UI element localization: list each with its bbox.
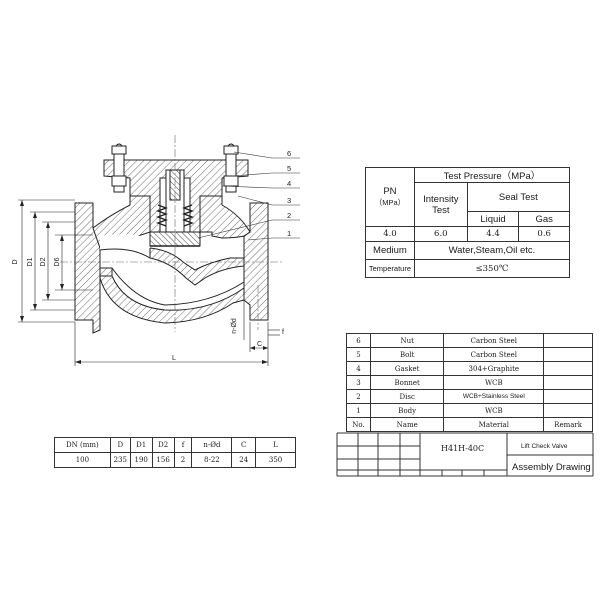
arrowheads: [20, 200, 268, 364]
bom-row: 6 Nut Carbon Steel: [346, 333, 593, 348]
bom-header-no: No.: [346, 417, 371, 432]
bom-material: WCB+Stainless Steel: [443, 389, 545, 404]
dims-value-f: 2: [173, 452, 193, 468]
dims-header-d2: D2: [151, 437, 175, 453]
dim-label-C: C: [257, 341, 262, 348]
dim-label-D: D: [12, 259, 19, 264]
centerlines: [60, 135, 282, 332]
bom-row: 3 Bonnet WCB: [346, 375, 593, 390]
balloon-3: 3: [287, 196, 291, 205]
test-pressure-table: PN （MPa） Test Pressure（MPa） Intensity Te…: [365, 167, 571, 278]
bom-no: 5: [346, 347, 371, 362]
bom-no: 4: [346, 361, 371, 376]
dimension-lines: [18, 199, 280, 366]
dims-value-l: 350: [255, 452, 296, 468]
dims-header-f: f: [173, 437, 193, 453]
valve-body-section: [74, 159, 269, 334]
gas-value: 0.6: [518, 226, 570, 242]
balloon-6: 6: [287, 149, 291, 158]
bom-remark: [543, 375, 593, 390]
dims-header-n-d: n-Ød: [191, 437, 233, 453]
dim-label-n-d: n-Ød: [231, 318, 238, 334]
pn-value: 4.0: [365, 226, 415, 242]
balloon-2: 2: [287, 211, 291, 220]
seal-test-header: Seal Test: [466, 182, 571, 212]
dim-label-f: f: [282, 329, 284, 336]
bom-no: 1: [346, 403, 371, 418]
title-block-frame: [336, 432, 594, 477]
bom-material: Carbon Steel: [443, 333, 545, 348]
dims-value-d: 235: [109, 452, 131, 468]
pn-header-cell: PN （MPa）: [365, 167, 415, 227]
bom-header-remark: Remark: [543, 417, 593, 432]
bom-no: 3: [346, 375, 371, 390]
temperature-label: Temperature: [365, 259, 415, 278]
bom-row: 5 Bolt Carbon Steel: [346, 347, 593, 362]
bom-remark: [543, 361, 593, 376]
bom-material: 304+Graphite: [443, 361, 545, 376]
bom-name: Nut: [369, 333, 445, 348]
balloon-1: 1: [287, 229, 291, 238]
bom-header-row: No. Name Material Remark: [346, 417, 593, 432]
dims-value-d2: 156: [151, 452, 175, 468]
dim-label-D6: D6: [54, 257, 61, 266]
dims-value-row: 100 235 190 156 2 8-22 24 350: [54, 452, 296, 468]
bom-material: Carbon Steel: [443, 347, 545, 362]
intensity-test-header: Intensity Test: [413, 182, 468, 227]
bom-name: Bolt: [369, 347, 445, 362]
bom-remark: [543, 403, 593, 418]
dim-label-L: L: [172, 355, 176, 362]
dims-header-d1: D1: [129, 437, 153, 453]
intensity-value: 6.0: [413, 226, 468, 242]
bom-row: 1 Body WCB: [346, 403, 593, 418]
flow-passage: [99, 248, 245, 306]
bom-name: Body: [369, 403, 445, 418]
balloon-5: 5: [287, 164, 291, 173]
dims-value-d1: 190: [129, 452, 153, 468]
dim-label-D1: D1: [27, 257, 34, 266]
dims-header-d: D: [109, 437, 131, 453]
balloon-4: 4: [287, 179, 291, 188]
bom-row: 4 Gasket 304+Graphite: [346, 361, 593, 376]
bill-of-materials: 6 Nut Carbon Steel 5 Bolt Carbon Steel 4…: [346, 333, 593, 432]
bom-name: Disc: [369, 389, 445, 404]
bom-no: 2: [346, 389, 371, 404]
bom-header-name: Name: [369, 417, 445, 432]
bom-name: Gasket: [369, 361, 445, 376]
dims-header-row: DN (mm) D D1 D2 f n-Ød C L: [54, 437, 296, 453]
medium-label: Medium: [365, 241, 415, 260]
bom-header-material: Material: [443, 417, 545, 432]
bom-material: WCB: [443, 375, 545, 390]
bom-remark: [543, 389, 593, 404]
bom-no: 6: [346, 333, 371, 348]
dims-value-c: 24: [231, 452, 257, 468]
dimensions-table: DN (mm) D D1 D2 f n-Ød C L 100 235 190 1…: [54, 437, 296, 468]
liquid-value: 4.4: [466, 226, 520, 242]
bom-row: 2 Disc WCB+Stainless Steel: [346, 389, 593, 404]
pn-label: PN: [383, 186, 397, 197]
dims-header-c: C: [231, 437, 257, 453]
drawing-code: H41H-40C: [441, 444, 485, 453]
bom-material: WCB: [443, 403, 545, 418]
drawing-type: Assembly Drawing: [512, 462, 591, 473]
dims-header-dn: DN (mm): [54, 437, 111, 453]
dims-value-n-d: 8-22: [191, 452, 233, 468]
liquid-header: Liquid: [466, 211, 520, 227]
bom-remark: [543, 333, 593, 348]
dims-header-l: L: [255, 437, 296, 453]
bolts-and-nuts: [111, 143, 239, 193]
temperature-value: ≤350℃: [413, 259, 571, 278]
medium-value: Water,Steam,Oil etc.: [413, 241, 571, 260]
dims-value-dn: 100: [54, 452, 111, 468]
gas-header: Gas: [518, 211, 570, 227]
bom-remark: [543, 347, 593, 362]
pn-unit: （MPa）: [374, 198, 406, 207]
product-name: Lift Check Valve: [521, 443, 568, 450]
test-pressure-header: Test Pressure（MPa）: [413, 167, 571, 183]
balloon-leaders: [197, 151, 300, 241]
bom-name: Bonnet: [369, 375, 445, 390]
dim-label-D2: D2: [40, 257, 47, 266]
